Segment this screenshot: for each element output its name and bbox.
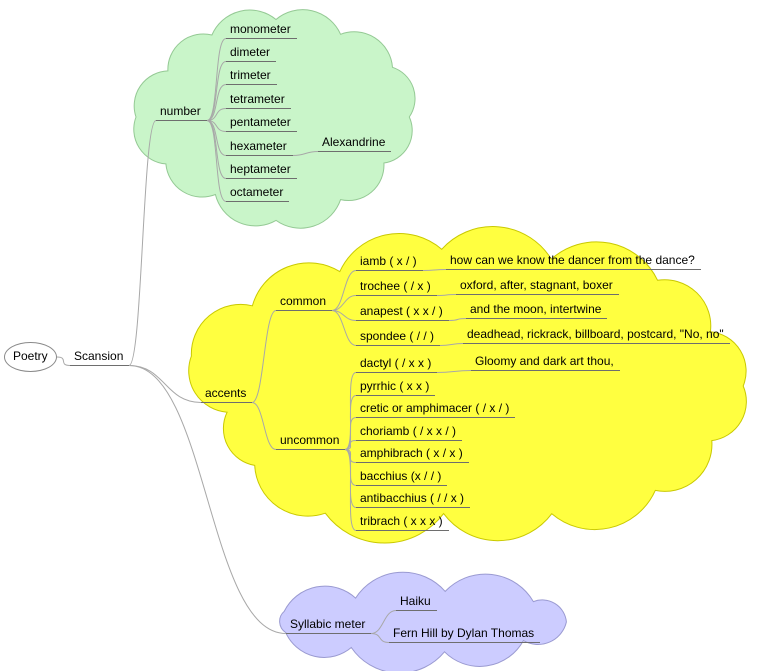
node-anapest[interactable]: anapest ( x x / ) — [356, 303, 449, 321]
node-heptameter[interactable]: heptameter — [226, 161, 297, 179]
node-dactyl-ex[interactable]: Gloomy and dark art thou, — [471, 353, 620, 371]
number-cloud — [133, 9, 416, 229]
edge-scansion-syllabic — [128, 365, 287, 634]
edge-common-iamb — [331, 270, 357, 311]
node-trochee-ex[interactable]: oxford, after, stagnant, boxer — [456, 277, 619, 295]
node-alexandrine[interactable]: Alexandrine — [318, 134, 392, 152]
node-anapest-ex[interactable]: and the moon, intertwine — [466, 301, 608, 319]
node-common[interactable]: common — [276, 293, 333, 311]
node-trochee[interactable]: trochee ( / x ) — [356, 278, 437, 296]
edge-poetry-scansion — [56, 356, 71, 366]
syllabic-cloud — [279, 571, 567, 671]
edge-syllabic-haiku — [370, 610, 397, 634]
edge-scansion-number — [128, 120, 157, 366]
edge-accents-common — [251, 310, 277, 403]
edge-syllabic-fernhill — [370, 633, 390, 643]
accents-cloud — [188, 226, 747, 544]
node-trimeter[interactable]: trimeter — [226, 67, 277, 85]
edge-accents-uncommon — [251, 402, 277, 450]
node-iamb-ex[interactable]: how can we know the dancer from the danc… — [446, 252, 701, 270]
node-scansion[interactable]: Scansion — [70, 348, 130, 366]
edge-hexameter-alexandrine — [292, 151, 319, 156]
edge-number-monometer — [206, 38, 227, 121]
node-hexameter[interactable]: hexameter — [226, 138, 293, 156]
edge-spondee-spondee-ex — [439, 343, 464, 346]
node-antibacchius[interactable]: antibacchius ( / / x ) — [356, 490, 471, 508]
edge-common-spondee — [331, 310, 357, 346]
node-tribrach[interactable]: tribrach ( x x x ) — [356, 513, 449, 531]
edge-iamb-iamb-ex — [422, 269, 447, 271]
node-uncommon[interactable]: uncommon — [276, 432, 346, 450]
node-syllabic[interactable]: Syllabic meter — [286, 616, 372, 634]
edge-number-trimeter — [206, 84, 227, 121]
node-choriamb[interactable]: choriamb ( / x x / ) — [356, 423, 463, 441]
node-bacchius[interactable]: bacchius (x / / ) — [356, 468, 448, 486]
node-spondee[interactable]: spondee ( / / ) — [356, 328, 441, 346]
node-iamb[interactable]: iamb ( x / ) — [356, 253, 423, 271]
edge-anapest-anapest-ex — [448, 318, 467, 321]
node-accents[interactable]: accents — [201, 385, 253, 403]
edge-number-octameter — [206, 120, 227, 202]
node-pyrrhic[interactable]: pyrrhic ( x x ) — [356, 378, 436, 396]
node-haiku[interactable]: Haiku — [396, 593, 437, 611]
node-amphibrach[interactable]: amphibrach ( x / x ) — [356, 445, 469, 463]
node-pentameter[interactable]: pentameter — [226, 114, 297, 132]
node-number[interactable]: number — [156, 103, 207, 121]
node-octameter[interactable]: octameter — [226, 184, 290, 202]
clouds — [133, 9, 747, 671]
node-poetry[interactable]: Poetry — [4, 342, 57, 372]
node-fernhill[interactable]: Fern Hill by Dylan Thomas — [389, 625, 541, 643]
edge-uncommon-cretic — [344, 417, 357, 450]
node-monometer[interactable]: monometer — [226, 21, 297, 39]
node-tetrameter[interactable]: tetrameter — [226, 91, 291, 109]
node-dactyl[interactable]: dactyl ( / x x ) — [356, 355, 438, 373]
edge-dactyl-dactyl-ex — [436, 370, 472, 373]
edge-common-trochee — [331, 295, 357, 311]
node-dimeter[interactable]: dimeter — [226, 44, 277, 62]
edge-trochee-trochee-ex — [436, 294, 457, 296]
edge-uncommon-tribrach — [344, 449, 357, 531]
node-spondee-ex[interactable]: deadhead, rickrack, billboard, postcard,… — [463, 326, 730, 344]
node-cretic[interactable]: cretic or amphimacer ( / x / ) — [356, 400, 516, 418]
edge-lines — [56, 38, 472, 643]
edge-number-tetrameter — [206, 108, 227, 121]
